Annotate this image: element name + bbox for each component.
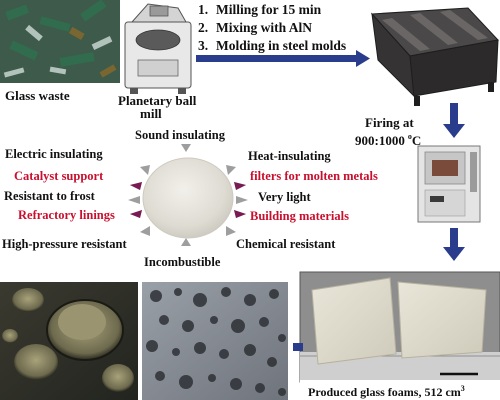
property-high-pressure-resistant: High-pressure resistant xyxy=(2,237,127,251)
arrow-to-foams xyxy=(443,228,465,261)
property-heat-insulating: Heat-insulating xyxy=(248,149,331,163)
application-filters-molten-metals: filters for molten metals xyxy=(250,169,378,183)
furnace-photo xyxy=(417,145,481,223)
micrograph-large-pores xyxy=(0,282,138,400)
property-sound-insulating: Sound insulating xyxy=(135,128,226,142)
application-refractory-linings: Refractory linings xyxy=(18,208,115,222)
micrograph-small-pores xyxy=(142,282,288,400)
property-incombustible: Incombustible xyxy=(144,255,221,269)
process-steps: 1. Milling for 15 min 2. Mixing with AlN… xyxy=(198,2,346,53)
glass-waste-photo xyxy=(0,0,120,83)
glass-foams-caption: Produced glass foams, 512 cm3 xyxy=(308,384,465,399)
arrow-to-molds xyxy=(196,50,370,67)
foam-sample-image xyxy=(142,157,234,239)
property-electric-insulating: Electric insulating xyxy=(5,147,103,161)
step-2-number: 2. xyxy=(198,20,208,35)
step-1-text: Milling for 15 min xyxy=(216,2,322,17)
steel-molds-photo xyxy=(370,7,499,106)
ball-mill-label-line1: Planetary ball xyxy=(118,93,197,108)
step-3-number: 3. xyxy=(198,38,208,53)
application-building-materials: Building materials xyxy=(250,209,349,223)
step-3-text: Molding in steel molds xyxy=(216,38,346,53)
property-very-light: Very light xyxy=(258,190,311,204)
application-catalyst-support: Catalyst support xyxy=(14,169,104,183)
step-1-number: 1. xyxy=(198,2,208,17)
ball-mill-label-line2: mill xyxy=(140,106,162,121)
glass-foams-photo xyxy=(299,271,500,400)
glass-waste-label: Glass waste xyxy=(5,88,70,103)
ball-mill-illustration xyxy=(124,3,192,94)
property-resistant-to-frost: Resistant to frost xyxy=(4,189,96,203)
property-chemical-resistant: Chemical resistant xyxy=(236,237,336,251)
arrow-to-furnace xyxy=(443,103,465,138)
firing-label-line1: Firing at xyxy=(365,115,414,130)
step-2-text: Mixing with AlN xyxy=(216,20,312,35)
spokes-red xyxy=(130,182,246,218)
